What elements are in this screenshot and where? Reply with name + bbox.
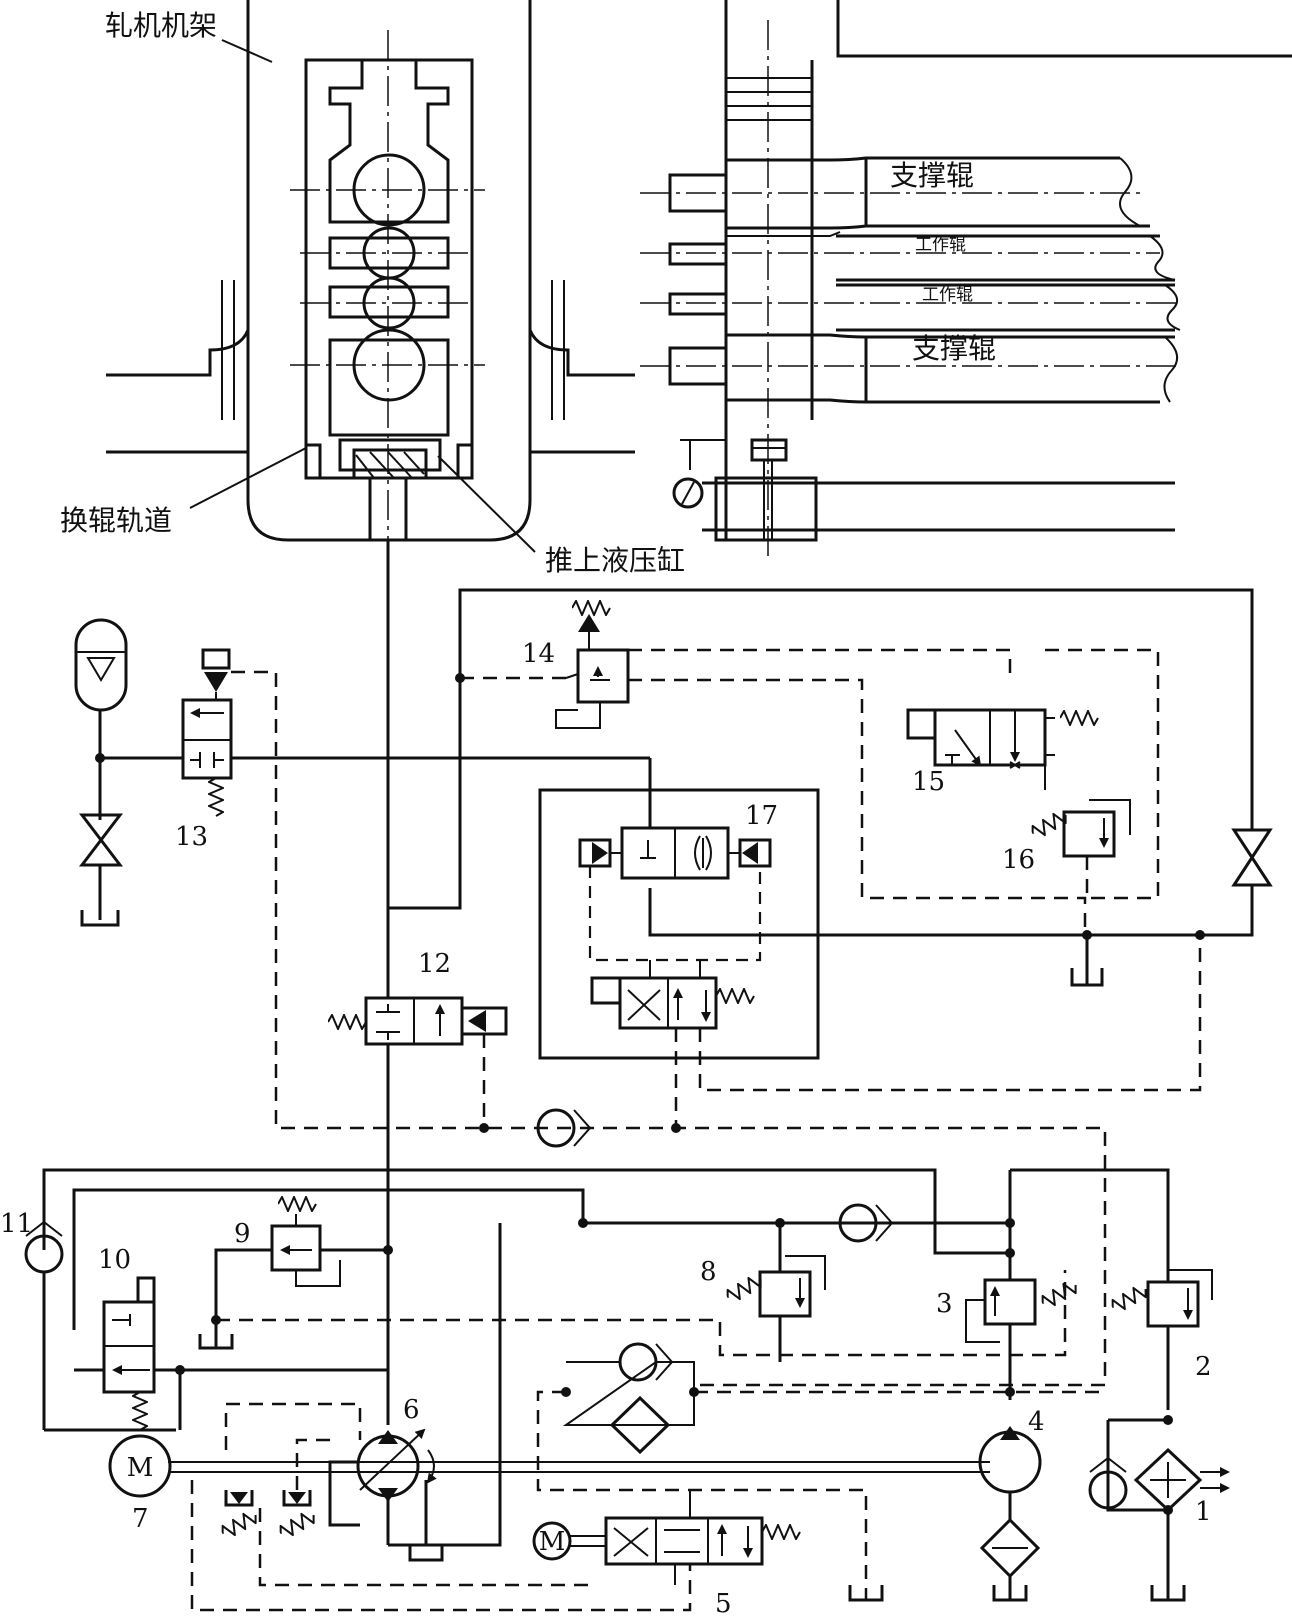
work-roll-top-label: 工作辊: [915, 235, 966, 255]
cooler-1: [1088, 1415, 1230, 1602]
number-9: 9: [234, 1219, 251, 1249]
check-valve-11: [24, 1220, 176, 1432]
valve-10: [74, 1276, 388, 1431]
number-15: 15: [912, 767, 945, 797]
cylinder-label: 推上液压缸: [545, 544, 685, 577]
check-valve-upper: [578, 1203, 1015, 1258]
valve-13: [181, 648, 1107, 1387]
shutoff-valve-right: [1231, 828, 1273, 887]
control-valves-6: [190, 1402, 692, 1612]
drive-shaft: [168, 1461, 990, 1473]
number-3: 3: [936, 1289, 953, 1319]
number-1: 1: [1195, 1497, 1212, 1527]
number-17: 17: [745, 801, 778, 831]
valve-14: [455, 600, 1087, 935]
valve-15: [906, 648, 1160, 900]
number-5: 5: [715, 1589, 732, 1619]
number-10: 10: [98, 1245, 131, 1275]
pump-6: [328, 1428, 444, 1562]
valve-12: [328, 996, 508, 1133]
number-2: 2: [1195, 1352, 1212, 1382]
motor-7: M: [108, 1434, 172, 1498]
svg-text:M: M: [127, 1453, 154, 1483]
mill-stand-front-view: [106, 0, 635, 555]
frame-label: 轧机机架: [105, 9, 217, 42]
number-7: 7: [132, 1504, 149, 1534]
component-numbers: 1 2 3 4 5 6 7 8 9 10 11 12 13 14 15 16 1…: [0, 639, 1212, 1619]
number-16: 16: [1002, 845, 1035, 875]
work-roll-bottom-label: 工作辊: [922, 285, 973, 305]
number-8: 8: [700, 1257, 717, 1287]
valve-8: [723, 1223, 826, 1362]
number-4: 4: [1028, 1407, 1045, 1437]
backup-roll-bottom-label: 支撑辊: [912, 332, 996, 365]
accumulator: [74, 618, 128, 927]
backup-roll-top-label: 支撑辊: [890, 159, 974, 192]
number-12: 12: [418, 949, 451, 979]
mill-stand-side-view: [640, 0, 1292, 560]
valve-9: [198, 1196, 1067, 1357]
valve-16: [1028, 799, 1131, 898]
labels: 轧机机架 换辊轨道 推上液压缸 支撑辊 工作辊 工作辊 支撑辊: [60, 9, 996, 577]
filter-check: [536, 1342, 1105, 1602]
valve-17-assembly: [538, 788, 1205, 1128]
number-14: 14: [522, 639, 555, 669]
number-11: 11: [0, 1209, 33, 1239]
valve-3: [965, 1277, 1081, 1397]
svg-text:M: M: [539, 1527, 566, 1557]
valve-2: [1108, 1269, 1213, 1328]
number-6: 6: [403, 1395, 420, 1425]
valve-5: M: [532, 1490, 801, 1585]
rail-label: 换辊轨道: [60, 504, 172, 537]
check-valve-mid: [536, 1108, 681, 1148]
hydraulic-circuit: M: [24, 540, 1273, 1612]
pump-4: [978, 1426, 1042, 1602]
number-13: 13: [175, 822, 208, 852]
